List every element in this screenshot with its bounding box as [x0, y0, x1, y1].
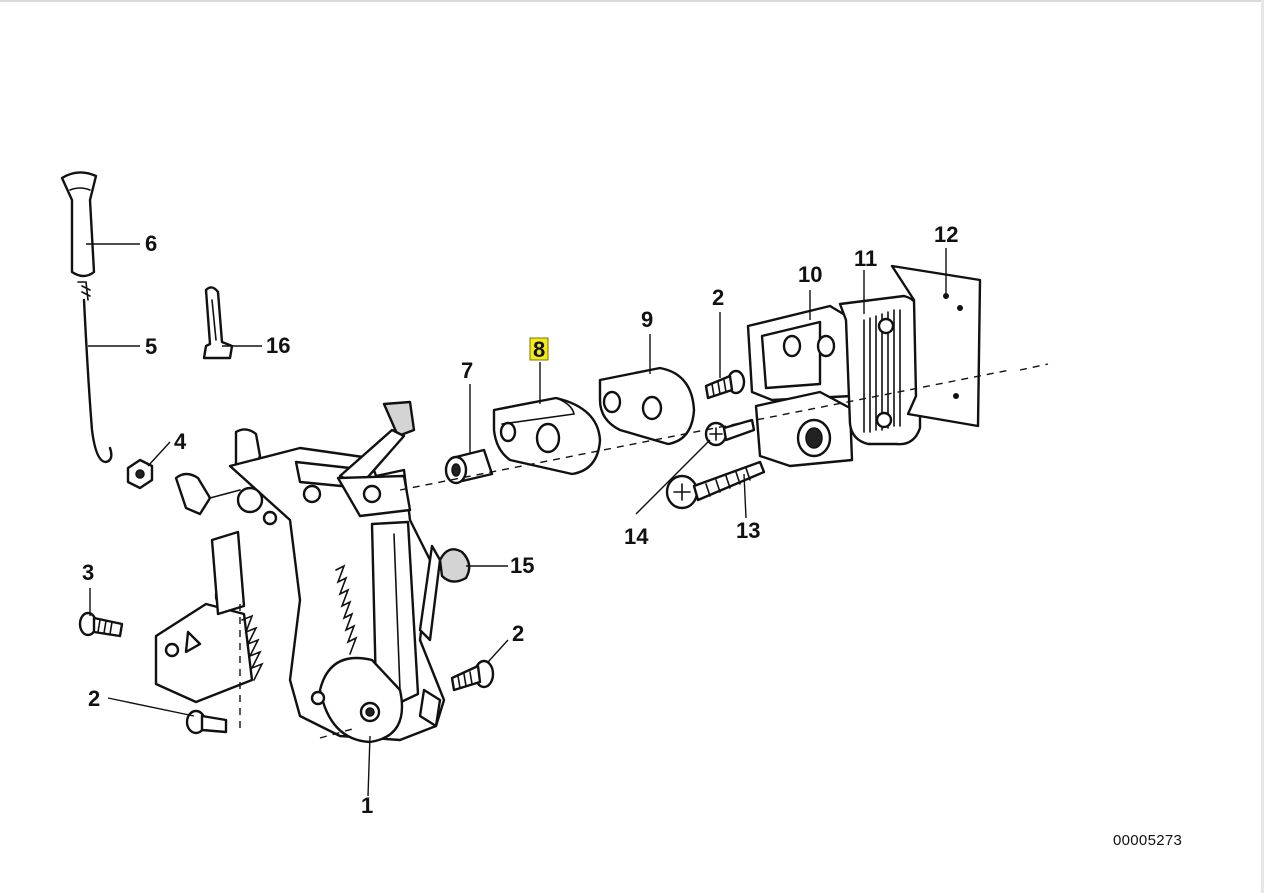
- callout-2-upper: 2: [712, 285, 724, 310]
- callout-5: 5: [145, 334, 157, 359]
- part-6-knob: [60, 171, 98, 278]
- part-12-shim: [890, 264, 982, 428]
- part-2-screw-center: [450, 659, 495, 692]
- part-7-sleeve: [444, 448, 494, 485]
- callout-15: 15: [510, 553, 534, 578]
- part-16-clip: [202, 286, 234, 360]
- part-4-nut: [126, 458, 154, 490]
- callout-2-lower-left: 2: [88, 686, 100, 711]
- leader-lines: [86, 243, 947, 797]
- callout-1: 1: [361, 793, 373, 818]
- callout-3: 3: [82, 560, 94, 585]
- callout-14: 14: [624, 524, 649, 549]
- part-2-screw-lower-left: [185, 709, 228, 735]
- callout-7: 7: [461, 358, 473, 383]
- callout-10: 10: [798, 262, 822, 287]
- axis-line-2: [319, 727, 357, 739]
- callout-2-center: 2: [512, 621, 524, 646]
- callout-12: 12: [934, 222, 958, 247]
- part-2-screw-upper: [704, 369, 746, 400]
- diagram-reference-number: 00005273: [1113, 832, 1183, 849]
- callout-13: 13: [736, 518, 760, 543]
- callout-labels: 6 5 16 4 3 2 1 2 15 7 8 9 2 14 13 10 11 …: [82, 222, 958, 818]
- part-3-screw: [78, 611, 124, 638]
- part-8-block: [492, 396, 602, 476]
- callout-8: 8: [533, 337, 545, 362]
- part-1-lock-body: [154, 400, 446, 744]
- right-border: [1261, 0, 1264, 893]
- callout-11: 11: [854, 246, 877, 271]
- part-5-rod: [77, 281, 113, 464]
- part-10-striker: [746, 304, 854, 468]
- part-11-plate: [838, 294, 922, 446]
- top-border: [0, 0, 1264, 2]
- callout-6: 6: [145, 231, 157, 256]
- callout-8-highlight: [529, 337, 549, 361]
- axis-line-4: [1019, 363, 1049, 371]
- part-13-screw: [665, 460, 766, 510]
- callout-16: 16: [266, 333, 290, 358]
- callout-4: 4: [174, 429, 187, 454]
- part-15-cap: [438, 548, 471, 583]
- part-14-screw: [704, 418, 756, 447]
- callout-9: 9: [641, 307, 653, 332]
- part-9-bracket: [598, 366, 696, 446]
